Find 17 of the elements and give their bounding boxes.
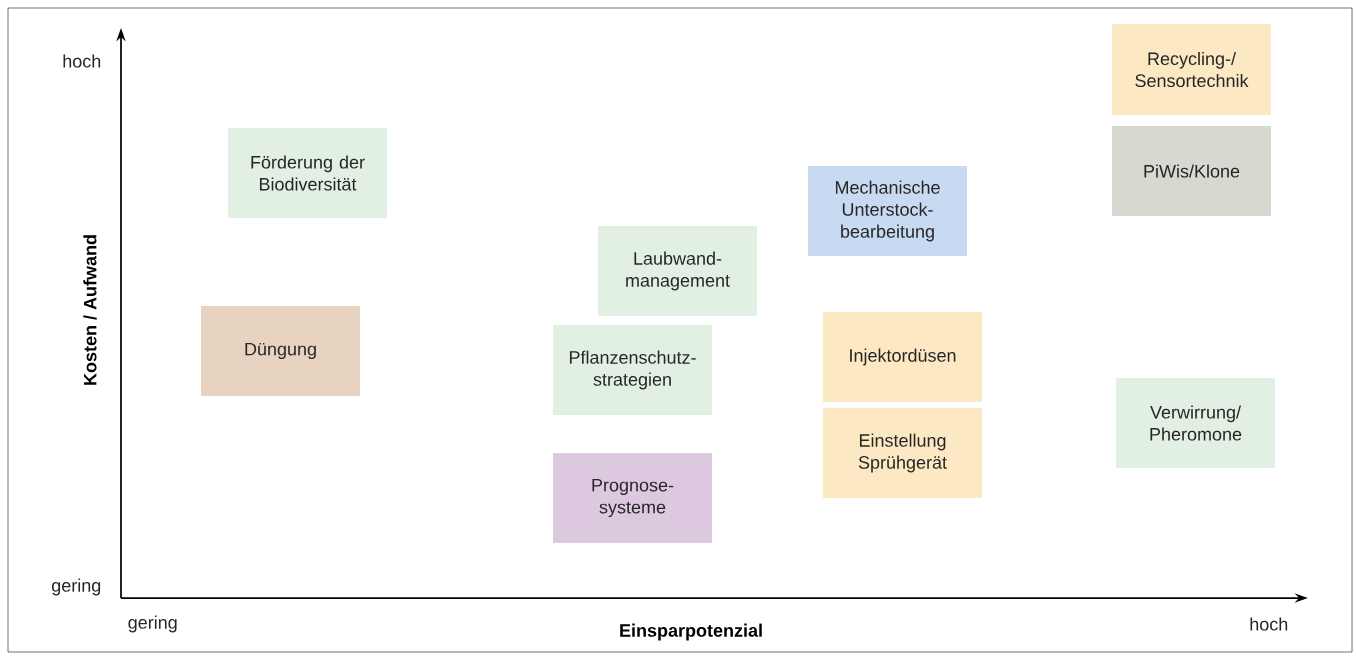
measure-box: Einstellung Sprühgerät [823, 408, 982, 498]
measure-box: Injektordüsen [823, 312, 982, 402]
measure-box: Laubwand- management [598, 226, 757, 316]
measure-box: Düngung [201, 306, 360, 396]
measure-box: Prognose- systeme [553, 453, 712, 543]
axis-label: gering [128, 615, 177, 633]
measure-box: Pflanzenschutz- strategien [553, 325, 712, 415]
axis-label: hoch [1250, 617, 1288, 631]
axis-title: Kosten / Aufwand [83, 235, 97, 385]
measure-box: Recycling-/ Sensortechnik [1112, 24, 1271, 115]
axis-title: Einsparpotenzial [620, 623, 762, 641]
axis-label: gering [52, 578, 101, 596]
axis-label: hoch [63, 54, 101, 68]
measure-box: PiWis/Klone [1112, 126, 1271, 216]
measure-box: Verwirrung/ Pheromone [1116, 378, 1275, 468]
measure-box: Förderung der Biodiversität [228, 128, 387, 218]
measure-box: Mechanische Unterstock- bearbeitung [808, 166, 967, 256]
